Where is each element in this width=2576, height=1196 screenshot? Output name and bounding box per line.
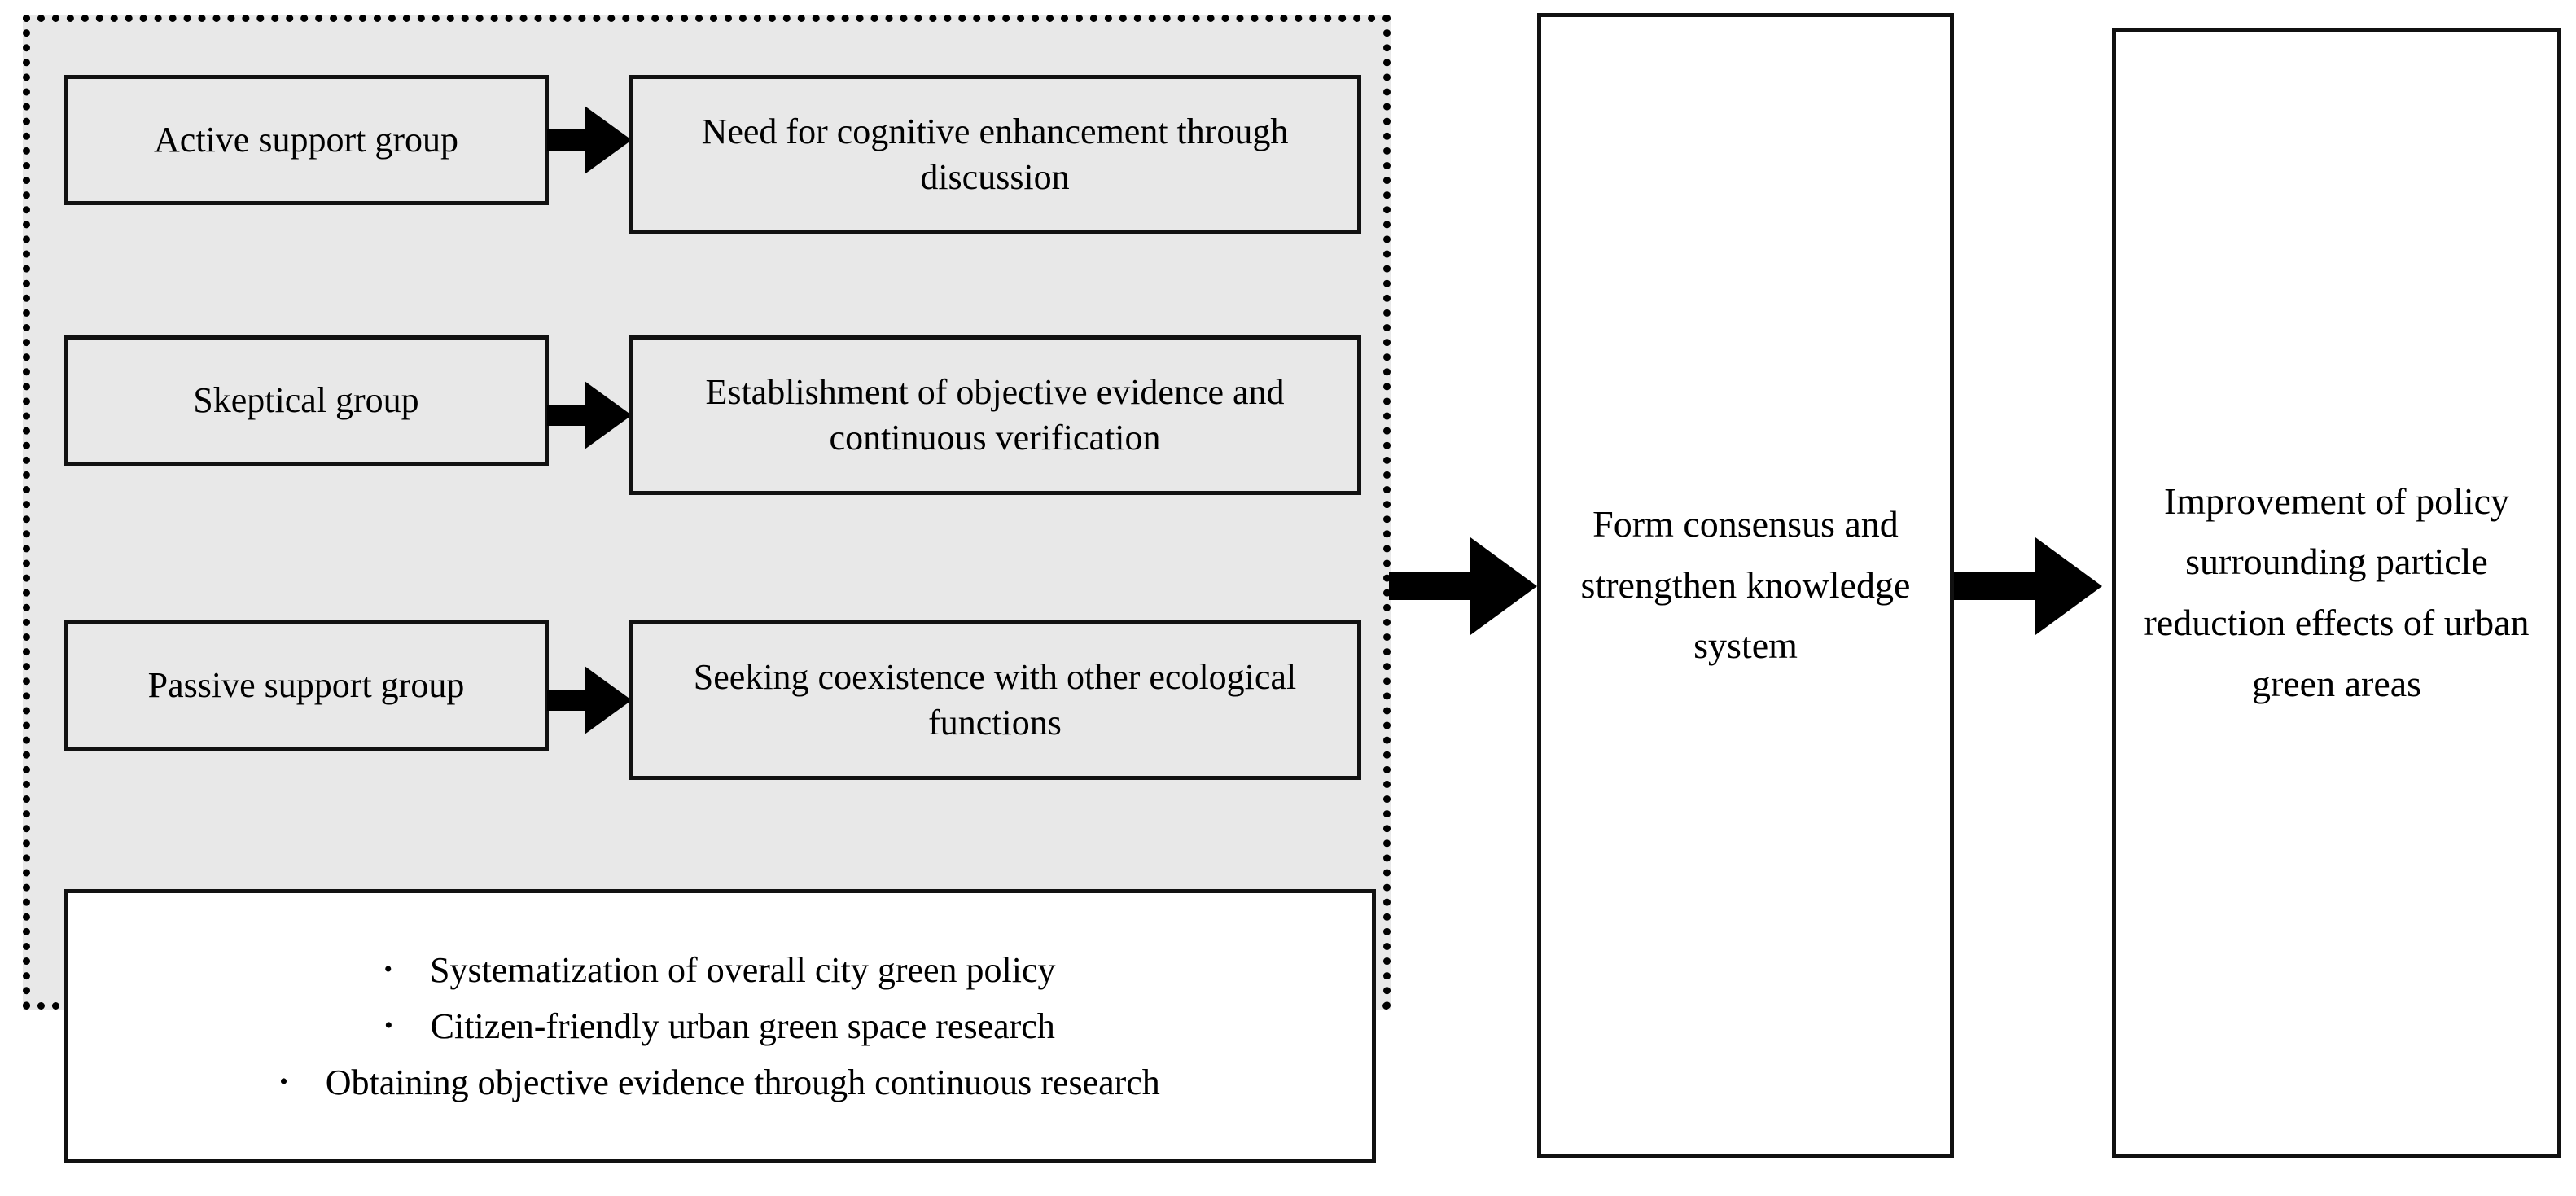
theme-box-objective-evidence-label: Establishment of objective evidence and …: [705, 371, 1285, 458]
bullet-dot-icon: •: [279, 1067, 288, 1095]
outcome-box-policy-improvement-label: Improvement of policy surrounding partic…: [2144, 480, 2530, 704]
list-item: • Systematization of overall city green …: [383, 949, 1055, 991]
group-box-active-support-label: Active support group: [154, 119, 458, 160]
outcome-box-form-consensus[interactable]: Form consensus and strengthen knowledge …: [1537, 13, 1954, 1158]
arrow-head: [2035, 537, 2102, 635]
group-box-active-support[interactable]: Active support group: [64, 75, 549, 205]
theme-box-objective-evidence[interactable]: Establishment of objective evidence and …: [629, 335, 1361, 495]
arrow-shaft: [547, 690, 585, 711]
arrow-shaft: [547, 129, 585, 151]
theme-box-cognitive-enhancement[interactable]: Need for cognitive enhancement through d…: [629, 75, 1361, 234]
arrow-head: [1470, 537, 1537, 635]
arrow-group1-to-theme1-icon: [547, 106, 632, 174]
arrow-consensus-to-improvement-icon: [1954, 537, 2112, 635]
arrow-shaft: [1389, 572, 1470, 600]
bullet-dot-icon: •: [384, 1011, 393, 1039]
theme-box-ecological-coexistence[interactable]: Seeking coexistence with other ecologica…: [629, 620, 1361, 780]
list-item: • Obtaining objective evidence through c…: [279, 1062, 1160, 1103]
arrow-shaft: [1954, 572, 2035, 600]
arrow-head: [585, 666, 632, 734]
group-box-skeptical[interactable]: Skeptical group: [64, 335, 549, 466]
arrow-head: [585, 381, 632, 449]
implications-bullet-box[interactable]: • Systematization of overall city green …: [64, 889, 1376, 1163]
list-item: • Citizen-friendly urban green space res…: [384, 1005, 1055, 1047]
theme-box-cognitive-enhancement-label: Need for cognitive enhancement through d…: [701, 111, 1289, 197]
outcome-box-form-consensus-label: Form consensus and strengthen knowledge …: [1580, 503, 1911, 667]
arrow-groupbox-to-consensus-icon: [1389, 537, 1537, 635]
list-item-label: Obtaining objective evidence through con…: [325, 1062, 1160, 1102]
group-box-passive-support-label: Passive support group: [147, 664, 465, 705]
arrow-shaft: [547, 405, 585, 426]
group-box-skeptical-label: Skeptical group: [193, 379, 419, 420]
bullet-dot-icon: •: [383, 955, 392, 983]
list-item-label: Citizen-friendly urban green space resea…: [430, 1005, 1055, 1046]
group-box-passive-support[interactable]: Passive support group: [64, 620, 549, 751]
outcome-box-policy-improvement[interactable]: Improvement of policy surrounding partic…: [2112, 28, 2561, 1158]
theme-box-ecological-coexistence-label: Seeking coexistence with other ecologica…: [693, 656, 1297, 743]
list-item-label: Systematization of overall city green po…: [429, 949, 1056, 990]
arrow-head: [585, 106, 632, 174]
arrow-group3-to-theme3-icon: [547, 666, 632, 734]
arrow-group2-to-theme2-icon: [547, 381, 632, 449]
